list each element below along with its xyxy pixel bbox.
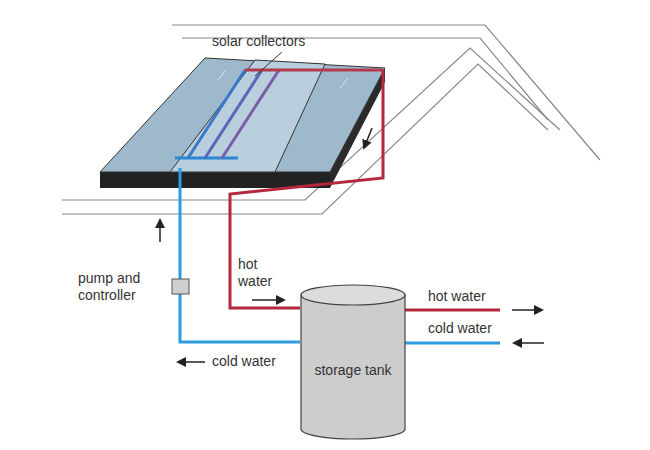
flow-label: cold water — [212, 353, 276, 370]
roof-outline — [62, 25, 600, 214]
flow-label: hot water — [428, 288, 486, 305]
hot-water-pipe — [405, 309, 500, 312]
tank-label: storage tank — [300, 361, 406, 379]
part-label: pump and controller — [78, 270, 164, 304]
solar-collector-panel — [100, 58, 385, 188]
flow-label: hot water — [238, 256, 284, 290]
pump-box — [172, 279, 189, 294]
leader-line — [255, 52, 282, 76]
cold-water-pipe — [405, 342, 500, 345]
flow-label: cold water — [428, 320, 492, 337]
part-label: solar collectors — [212, 33, 305, 50]
storage-tank: storage tank — [300, 284, 406, 440]
hot-water-pipe — [230, 70, 383, 308]
